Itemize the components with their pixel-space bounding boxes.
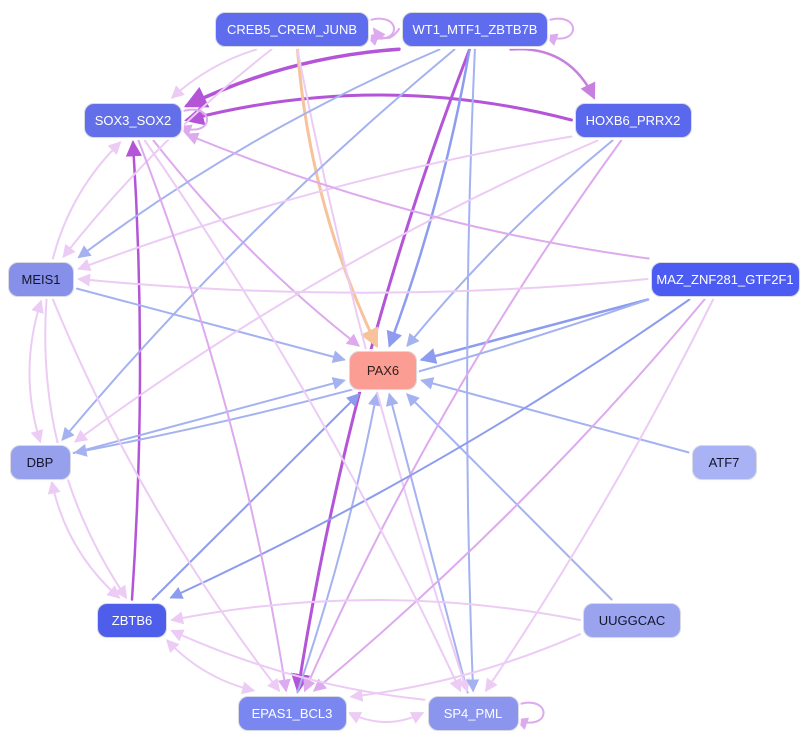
- node-HOXB6[interactable]: HOXB6_PRRX2: [574, 102, 692, 138]
- edge-EPAS1-SP4: [347, 712, 425, 724]
- edge-CREB5-CREB5: [365, 17, 395, 46]
- edge-MAZ-SOX3: [185, 132, 650, 260]
- node-SP4[interactable]: SP4_PML: [427, 695, 519, 731]
- edge-SP4-PAX6: [385, 392, 469, 694]
- edge-WT1-DBP: [61, 48, 456, 441]
- edge-WT1-HOXB6: [509, 47, 596, 100]
- edge-ATF7-PAX6: [420, 377, 690, 454]
- edge-CREB5-MEIS1: [62, 48, 273, 259]
- node-SOX3[interactable]: SOX3_SOX2: [84, 102, 182, 138]
- edge-WT1-SOX3: [183, 47, 401, 108]
- edge-EPAS1-PAX6: [296, 392, 381, 694]
- edge-ZBTB6-SOX3: [125, 140, 142, 601]
- edge-SOX3-SP4: [143, 139, 462, 693]
- edge-SOX3-EPAS1: [137, 139, 291, 693]
- edge-SP4-SP4: [514, 701, 545, 730]
- edge-HOXB6-SOX3: [184, 93, 573, 126]
- node-CREB5[interactable]: CREB5_CREM_JUNB: [215, 11, 369, 47]
- node-label: SP4_PML: [443, 705, 503, 721]
- node-label: HOXB6_PRRX2: [585, 112, 681, 128]
- node-DBP[interactable]: DBP: [9, 444, 71, 480]
- edge-SOX3-PAX6: [152, 139, 361, 347]
- edge-MAZ-PAX6: [419, 298, 650, 364]
- edge-ZBTB6-PAX6: [151, 393, 360, 601]
- node-label: MAZ_ZNF281_GTF2F1: [656, 271, 794, 287]
- edge-HOXB6-MEIS1: [77, 135, 573, 272]
- node-label: DBP: [26, 454, 54, 470]
- edge-MAZ-SP4: [485, 298, 715, 693]
- node-label: ZBTB6: [111, 612, 153, 628]
- node-label: PAX6: [366, 362, 400, 378]
- edge-WT1-WT1: [544, 17, 574, 46]
- edge-HOXB6-DBP: [73, 139, 599, 443]
- node-label: UUGGCAC: [598, 612, 666, 628]
- edge-WT1-SP4: [466, 48, 480, 693]
- edge-MEIS1-PAX6: [76, 287, 346, 364]
- edge-MEIS1-SOX3: [51, 141, 122, 260]
- node-PAX6[interactable]: PAX6: [349, 350, 417, 390]
- node-ZBTB6[interactable]: ZBTB6: [97, 602, 167, 638]
- edge-SOX3-SOX3: [178, 108, 208, 137]
- edge-WT1-PAX6: [386, 48, 471, 348]
- edge-MAZ-EPAS1: [312, 298, 706, 692]
- edge-UUGGCAC-EPAS1: [349, 633, 581, 702]
- node-EPAS1[interactable]: EPAS1_BCL3: [237, 695, 347, 731]
- node-label: EPAS1_BCL3: [251, 705, 333, 721]
- node-label: ATF7: [708, 454, 740, 470]
- edge-CREB5-SOX3: [170, 48, 258, 99]
- edge-HOXB6-PAX6: [406, 139, 614, 348]
- node-ATF7[interactable]: ATF7: [691, 444, 757, 480]
- edge-UUGGCAC-PAX6: [406, 393, 613, 601]
- node-WT1[interactable]: WT1_MTF1_ZBTB7B: [402, 11, 548, 47]
- node-label: SOX3_SOX2: [94, 112, 172, 128]
- edge-SP4-ZBTB6: [170, 629, 426, 701]
- node-MAZ[interactable]: MAZ_ZNF281_GTF2F1: [650, 261, 800, 297]
- edge-ZBTB6-EPAS1: [165, 639, 256, 695]
- edge-DBP-PAX6: [72, 377, 346, 454]
- edge-WT1-MEIS1: [77, 48, 441, 259]
- edge-MAZ-ZBTB6: [169, 298, 691, 599]
- edge-CREB5-PAX6: [296, 48, 379, 349]
- node-label: MEIS1: [21, 271, 61, 287]
- edge-UUGGCAC-ZBTB6: [170, 599, 581, 625]
- node-label: WT1_MTF1_ZBTB7B: [412, 21, 538, 37]
- node-label: CREB5_CREM_JUNB: [226, 21, 358, 37]
- edge-DBP-MEIS1: [28, 299, 44, 444]
- edge-HOXB6-EPAS1: [303, 139, 623, 693]
- node-UUGGCAC[interactable]: UUGGCAC: [583, 602, 681, 638]
- node-MEIS1[interactable]: MEIS1: [8, 261, 74, 297]
- edge-MAZ-MEIS1: [77, 273, 649, 294]
- edge-DBP-ZBTB6: [47, 480, 121, 599]
